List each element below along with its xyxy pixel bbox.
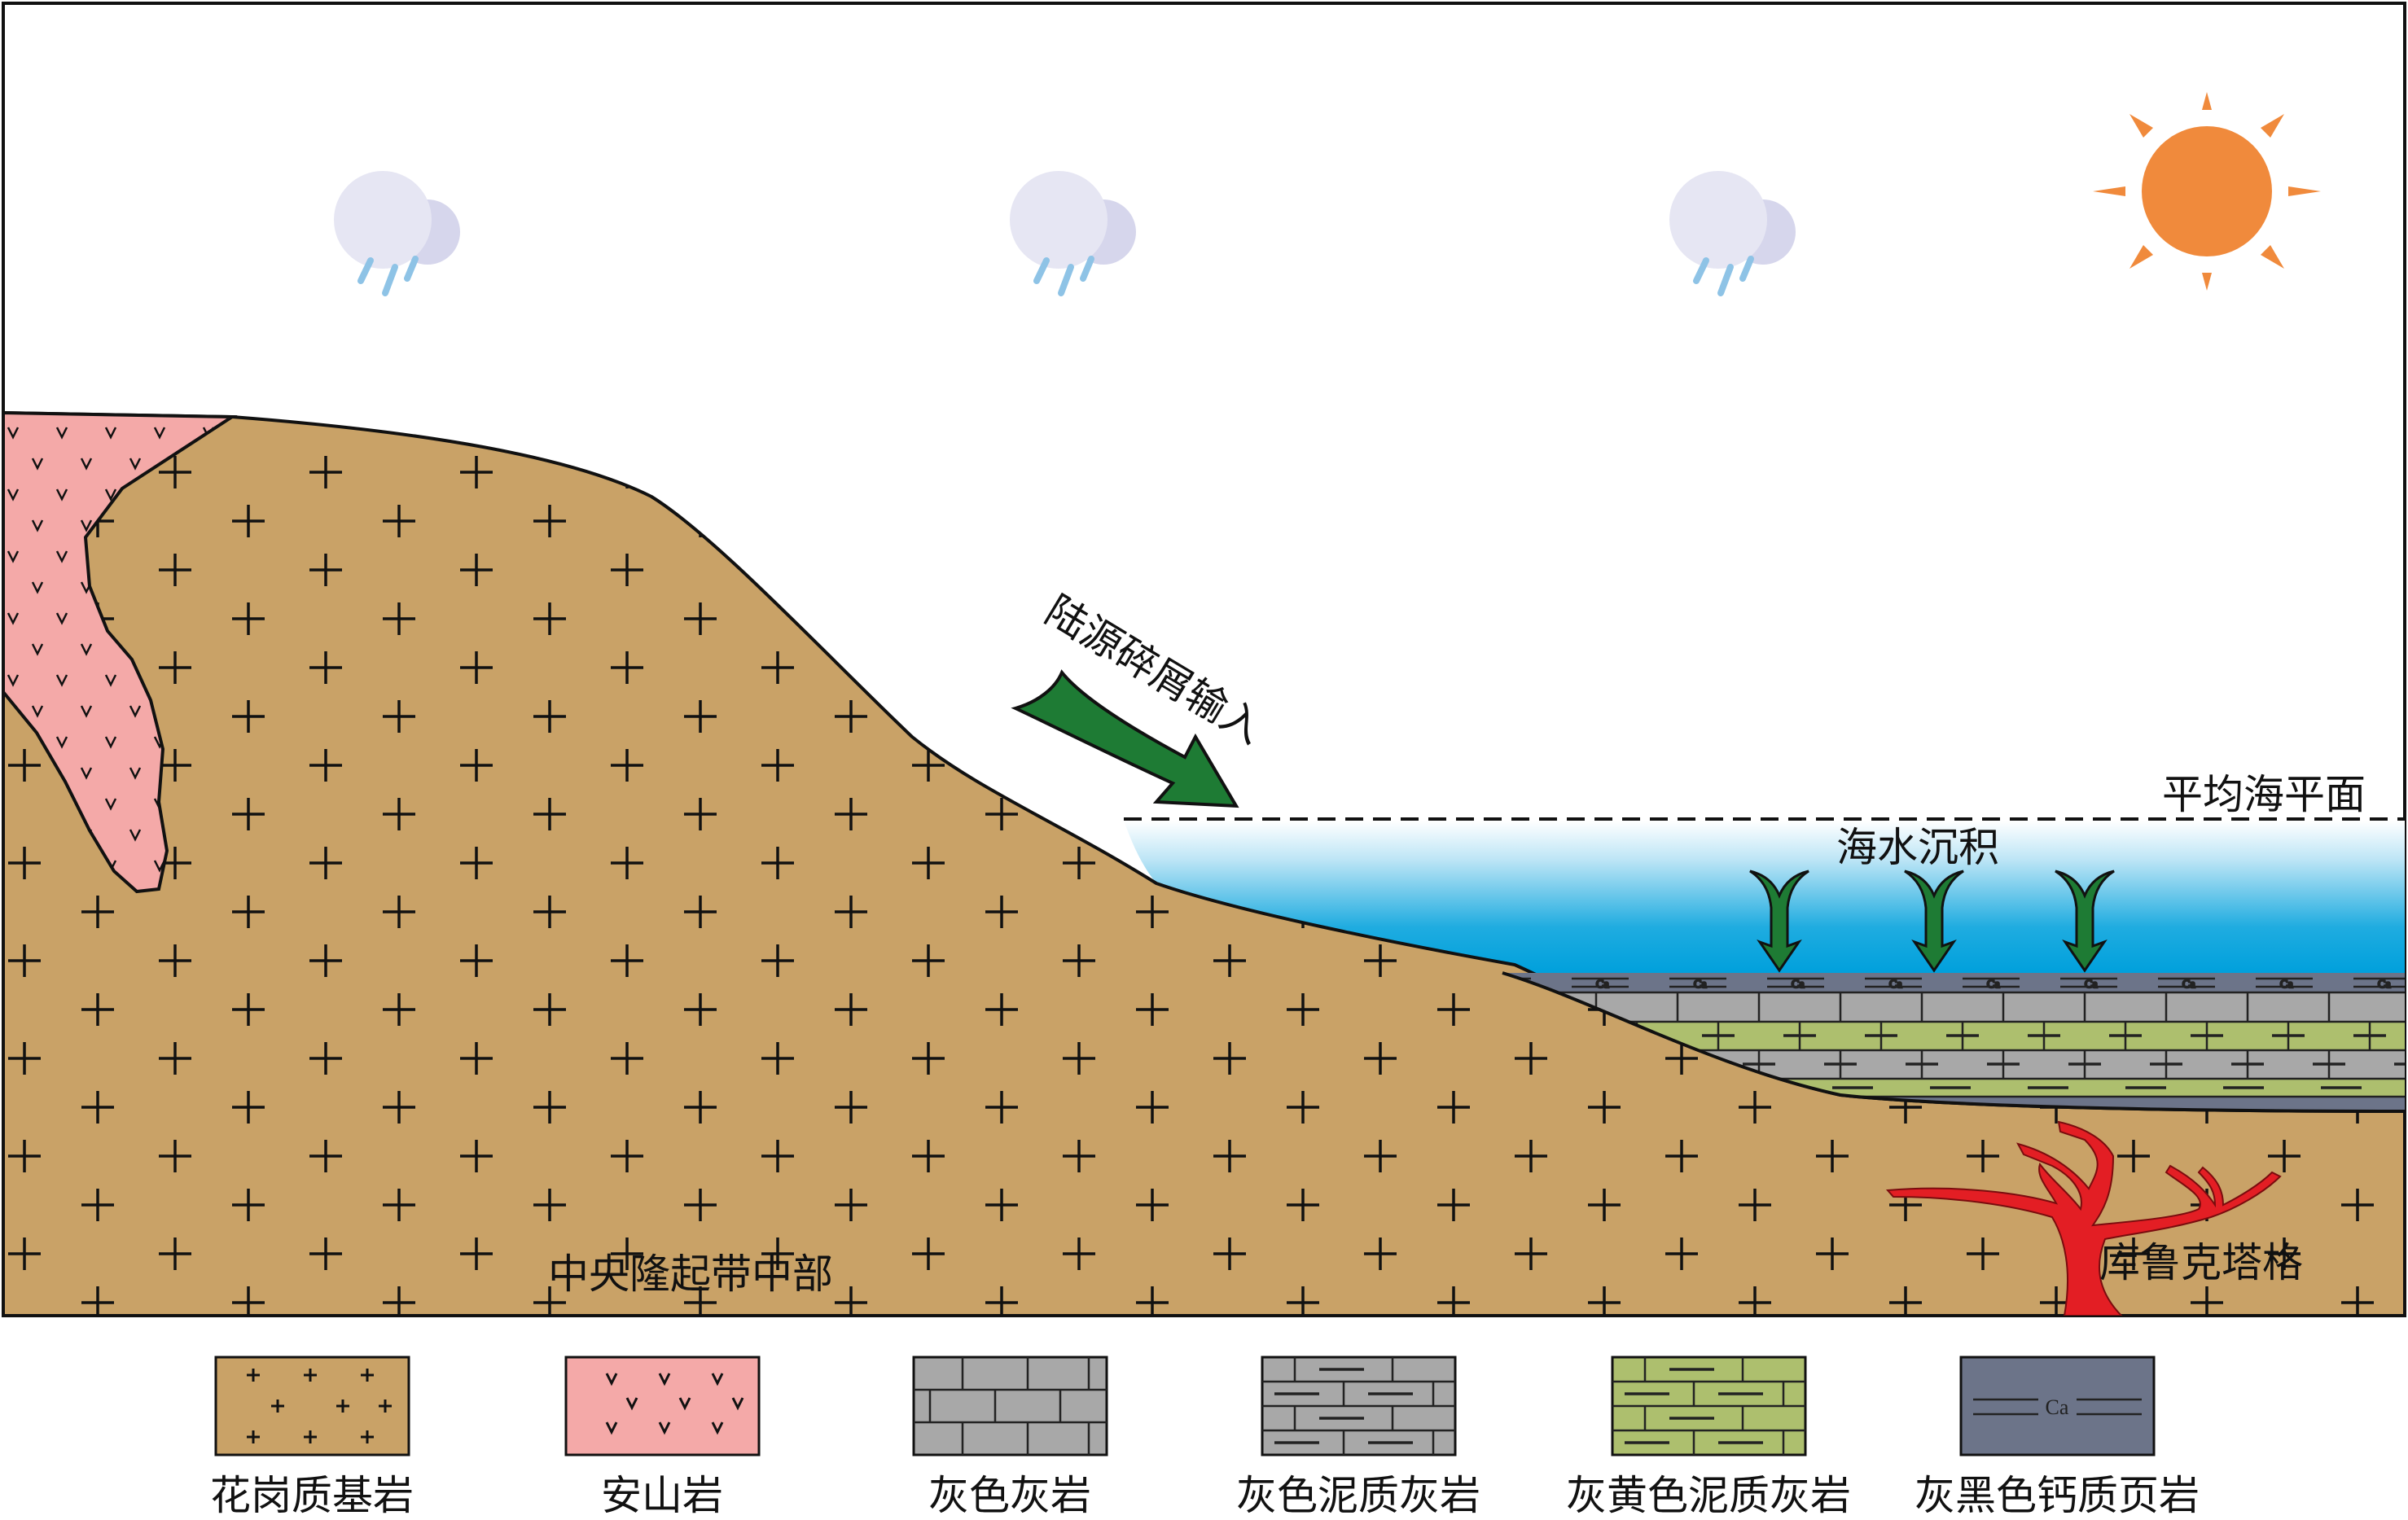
- legend-graygreen-argillaceous-label: 灰黄色泥质灰岩: [1566, 1472, 1851, 1519]
- sun-icon: [2093, 92, 2321, 291]
- legend-limestone-pattern: [914, 1357, 1107, 1455]
- strata-ca-mark: Ca: [2182, 979, 2195, 991]
- legend-item-gray-limestone: 灰色灰岩: [912, 1356, 1108, 1519]
- central-uplift-label: 中央隆起带中部: [548, 1251, 833, 1298]
- legend-yellow-argillaceous-pattern: [1612, 1357, 1805, 1455]
- legend-shale-pattern: [1973, 1398, 2142, 1416]
- seawater-deposition-label: 海水沉积: [1836, 824, 1999, 871]
- legend-item-granite: 花岗质基岩: [210, 1356, 414, 1519]
- strata-ca-mark: Ca: [1596, 979, 1609, 991]
- cloud-rain-icon: [334, 171, 460, 296]
- legend-granite-label: 花岗质基岩: [210, 1472, 414, 1519]
- legend-gray-argillaceous-label: 灰色泥质灰岩: [1236, 1472, 1480, 1519]
- andesite-body: [3, 410, 238, 894]
- down-arrow-icon: [2055, 870, 2115, 973]
- kuluketage-label: 库鲁克塔格: [2099, 1239, 2303, 1286]
- stratum-gray-limestone: [1502, 992, 2405, 1022]
- strata-ca-mark: Ca: [2378, 979, 2391, 991]
- legend-item-gray-argillaceous-limestone: 灰色泥质灰岩: [1236, 1356, 1480, 1519]
- legend-andesite-pattern: [605, 1373, 744, 1435]
- legend-item-andesite: 安山岩: [564, 1356, 761, 1519]
- stratum-dark-shale-top: [1502, 973, 2405, 992]
- down-arrow-icon: [1749, 870, 1809, 973]
- legend-andesite-label: 安山岩: [601, 1472, 723, 1519]
- mean-sea-level-label: 平均海平面: [2162, 771, 2366, 818]
- legend-gray-limestone-label: 灰色灰岩: [928, 1472, 1091, 1519]
- legend-item-dark-calcareous-shale: Ca 灰黑色钙质页岩: [1915, 1356, 2200, 1519]
- strata-ca-mark: Ca: [1694, 979, 1707, 991]
- legend-gray-argillaceous-pattern: [1262, 1357, 1455, 1455]
- strata-ca-mark: Ca: [2085, 979, 2098, 991]
- down-arrow-icon: [1904, 870, 1964, 973]
- legend: 花岗质基岩 安山岩 灰色灰岩 灰色: [210, 1356, 2200, 1519]
- clastic-input-arrow: [1011, 669, 1239, 808]
- legend-item-graygreen-argillaceous-limestone: 灰黄色泥质灰岩: [1566, 1356, 1851, 1519]
- legend-dark-calcareous-shale-label: 灰黑色钙质页岩: [1915, 1472, 2200, 1519]
- cloud-rain-icon: [1669, 171, 1796, 296]
- strata-base-line: [1502, 971, 2405, 1113]
- legend-shale-ca-text: Ca: [2046, 1395, 2069, 1419]
- cloud-rain-icon: [1010, 171, 1136, 296]
- strata-ca-mark: Ca: [1889, 979, 1902, 991]
- kuluketage-root: [1885, 1120, 2282, 1316]
- legend-granite-pattern: [247, 1369, 392, 1443]
- strata-ca-mark: Ca: [2280, 979, 2293, 991]
- seawater-deposition-arrows: [1749, 870, 2115, 973]
- strata-ca-mark: Ca: [1792, 979, 1805, 991]
- strata-ca-mark: Ca: [1987, 979, 2000, 991]
